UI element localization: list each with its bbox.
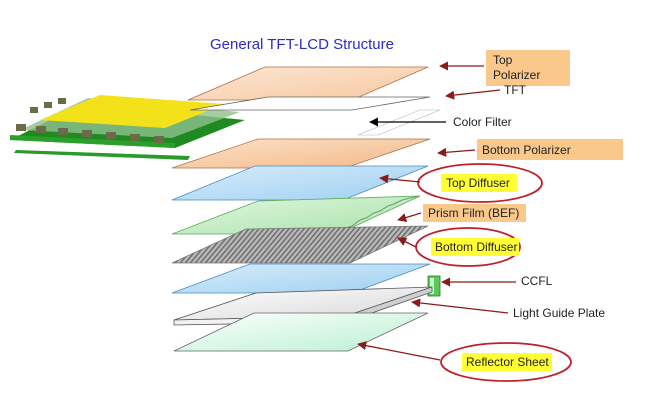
bottom-polarizer-layer	[171, 138, 431, 169]
ccfl-label: CCFL	[521, 274, 553, 288]
bottom-diffuser-label-box	[431, 238, 519, 256]
tft-arrow	[445, 89, 501, 100]
diagram-title: General TFT-LCD Structure	[210, 36, 394, 53]
top-diffuser-label-box	[441, 174, 517, 192]
reflector-sheet-circle	[440, 342, 572, 382]
top-polarizer-label-line2: Polarizer	[493, 68, 540, 82]
reflector-sheet-label-box	[462, 353, 552, 371]
top-diffuser-layer	[171, 165, 429, 201]
top-diffuser-circle	[417, 163, 543, 203]
bottom-polarizer-label-box	[477, 139, 623, 160]
top-diffuser-arrow	[379, 174, 421, 184]
bottom-diffuser-layer	[171, 225, 429, 264]
top-polarizer-layer	[187, 66, 429, 101]
light-guide-plate-label: Light Guide Plate	[513, 306, 605, 320]
prism-film-label: Prism Film (BEF)	[428, 206, 519, 220]
tft-label: TFT	[504, 83, 527, 97]
top-diffuser-label: Top Diffuser	[446, 176, 510, 190]
bottom-polarizer-label: Bottom Polarizer	[482, 143, 571, 157]
top-polarizer-label-box	[486, 50, 570, 86]
color-filter-label: Color Filter	[453, 115, 512, 129]
tft-board	[10, 95, 245, 160]
reflector-sheet-label: Reflector Sheet	[466, 355, 549, 369]
bottom-diffuser-arrow	[397, 237, 417, 248]
light-guide-plate-arrow	[411, 298, 509, 314]
top-polarizer-label-line1: Top	[493, 53, 513, 67]
tft-glass-layer	[189, 96, 431, 111]
bottom-diffuser-label: Bottom Diffuser	[435, 240, 517, 254]
prism-film-arrow	[397, 212, 422, 222]
reflector-sheet-arrow	[357, 341, 441, 361]
bottom-polarizer-arrow	[437, 147, 476, 157]
prism-film-label-box	[423, 204, 526, 222]
